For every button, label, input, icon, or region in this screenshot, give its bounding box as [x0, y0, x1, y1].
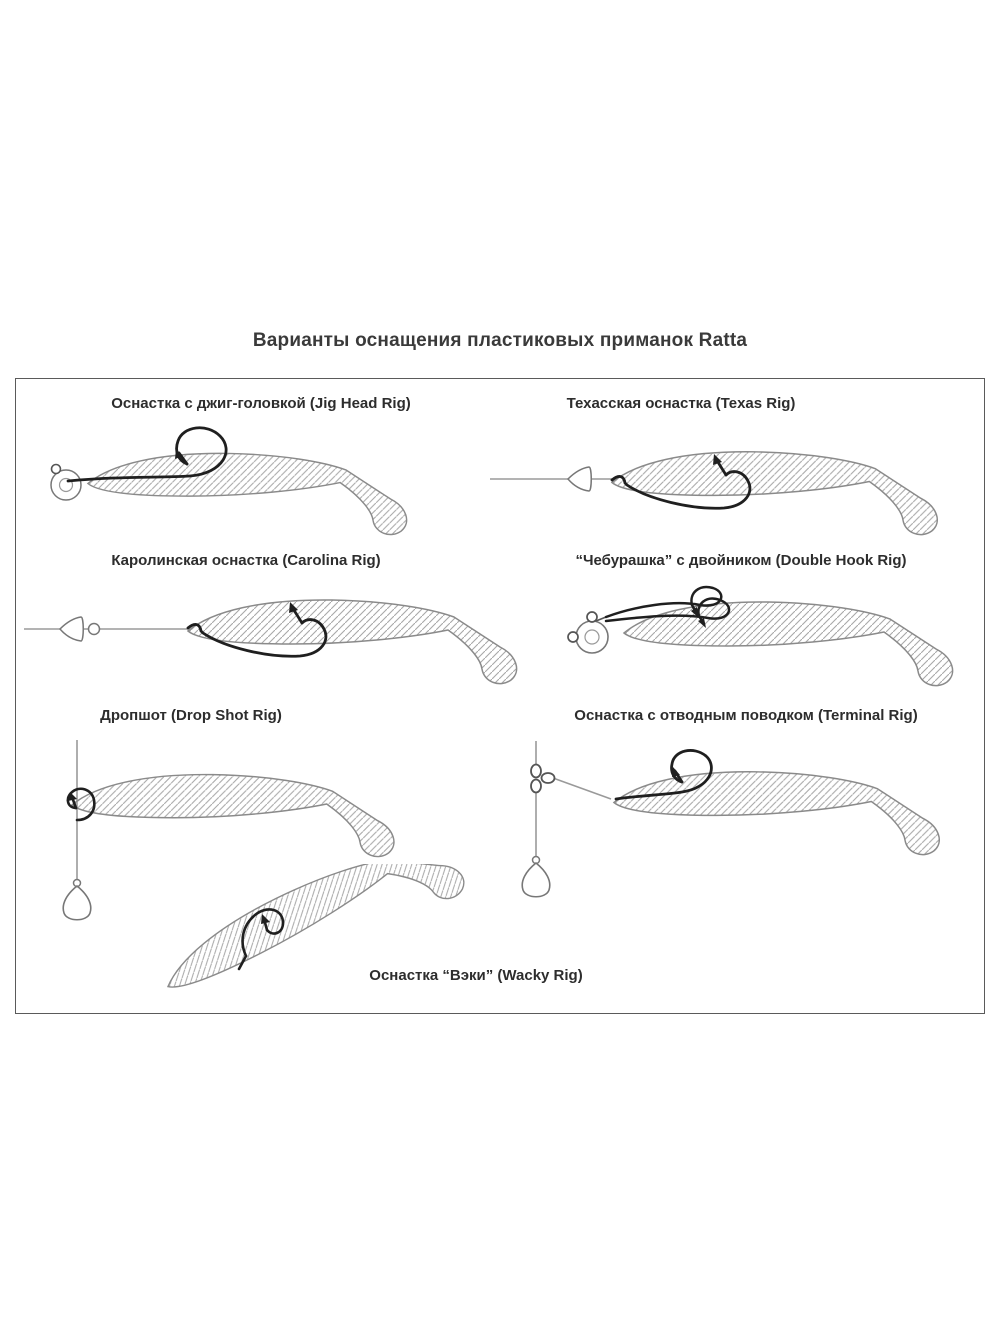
rig-label-double-hook: “Чебурашка” с двойником (Double Hook Rig… — [575, 552, 907, 569]
rig-label-wacky: Оснастка “Вэки” (Wacky Rig) — [369, 967, 583, 984]
rig-label-drop-shot: Дропшот (Drop Shot Rig) — [100, 707, 282, 724]
fish-lure — [87, 452, 408, 536]
terminal-weight-icon — [521, 855, 551, 898]
double-hook-icon — [604, 585, 731, 628]
fish-lure — [613, 771, 941, 856]
diagram-jig-head — [50, 426, 408, 536]
hook-icon — [614, 749, 713, 801]
jig-head-weight-icon — [50, 463, 82, 501]
drop-shot-weight-icon — [62, 878, 92, 921]
diagram-drop-shot — [62, 740, 395, 921]
diagram-board: Оснастка с джиг-головкой (Jig Head Rig) … — [15, 378, 985, 1014]
diagram-terminal — [521, 741, 941, 898]
rig-label-carolina: Каролинская оснастка (Carolina Rig) — [111, 552, 381, 569]
fish-lure — [71, 773, 395, 858]
fish-lure — [187, 599, 518, 685]
hook-icon — [186, 602, 328, 658]
hook-icon — [237, 908, 285, 971]
bullet-weight-icon — [58, 616, 84, 642]
hook-icon — [66, 426, 228, 483]
bullet-weight-icon — [566, 466, 592, 492]
diagram-carolina — [24, 599, 518, 685]
swivel-icon — [530, 763, 556, 794]
bead-icon — [87, 622, 101, 636]
fish-lure — [153, 864, 470, 1011]
hook-icon — [610, 454, 752, 510]
fish-lure — [611, 451, 939, 536]
rig-label-terminal: Оснастка с отводным поводком (Terminal R… — [574, 707, 918, 724]
rig-label-jig-head: Оснастка с джиг-головкой (Jig Head Rig) — [111, 395, 411, 412]
diagram-texas — [490, 451, 939, 536]
page-title: Варианты оснащения пластиковых приманок … — [252, 330, 748, 351]
rig-label-texas: Техасская оснастка (Texas Rig) — [566, 395, 796, 412]
hook-icon — [66, 787, 96, 822]
ball-weight-icon — [567, 611, 609, 654]
diagram-double-hook — [567, 585, 954, 687]
diagram-wacky — [153, 864, 470, 1011]
leader-line — [552, 777, 612, 800]
